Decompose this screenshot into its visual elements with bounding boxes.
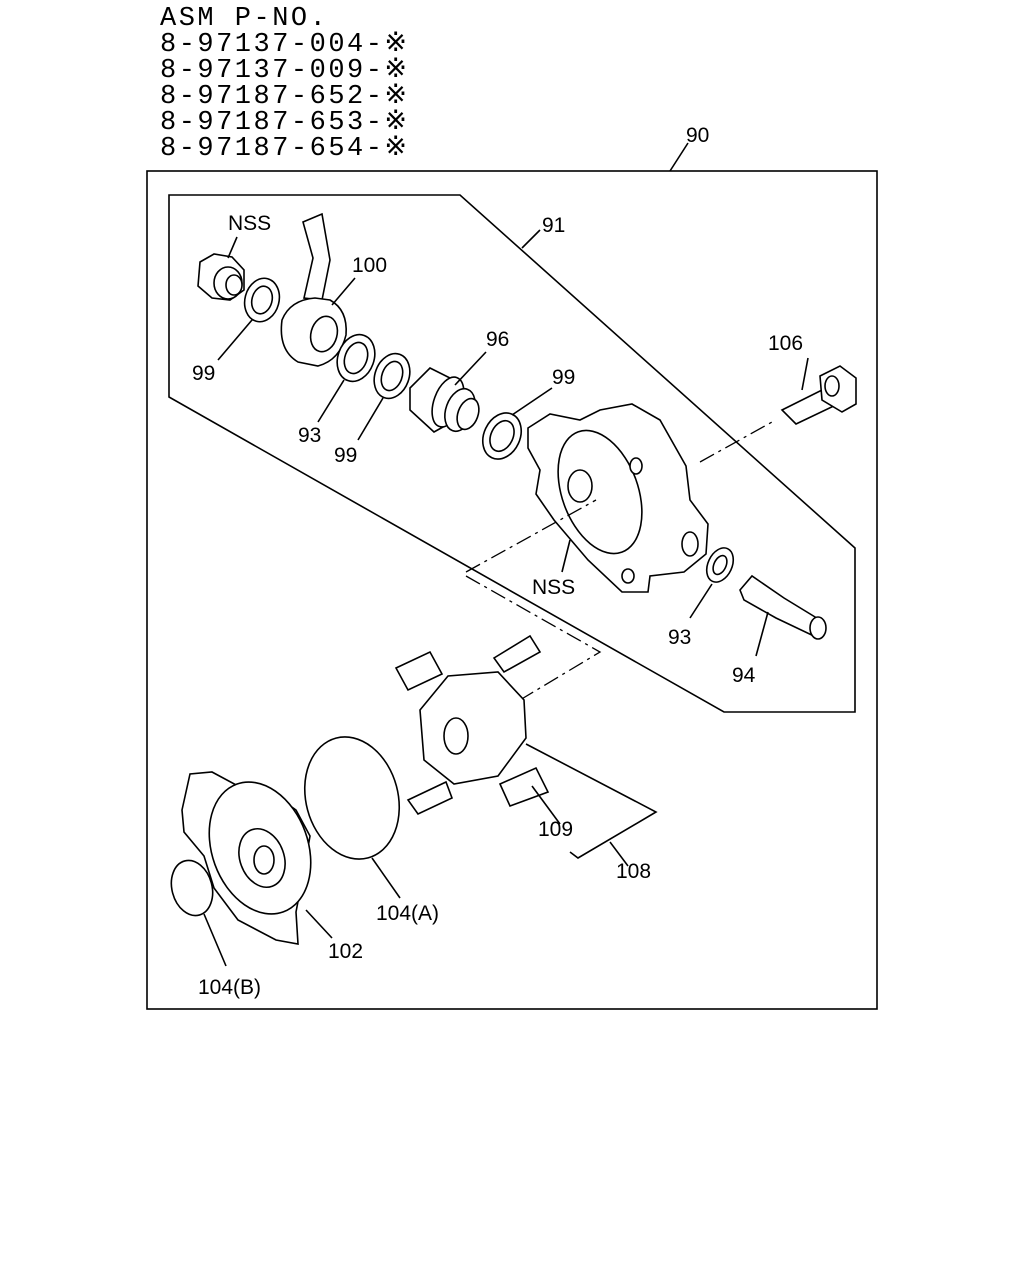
o-ring-104b-part — [170, 859, 214, 917]
asm-part-number: 8-97187-652-※ — [160, 82, 410, 112]
callout-label: NSS — [532, 576, 575, 599]
callout-label: 102 — [328, 940, 363, 963]
callout-label: 100 — [352, 254, 387, 277]
callout-label: 109 — [538, 818, 573, 841]
callout-label: 93 — [298, 424, 321, 447]
callout-label: 94 — [732, 664, 756, 687]
pump-body-nss-part — [527, 403, 709, 593]
callout-label: 104(B) — [198, 976, 261, 999]
callout-label: 93 — [668, 626, 691, 649]
assembly-part-number-header: ASM P-NO. 8-97137-004-※ 8-97137-009-※ 8-… — [160, 4, 410, 164]
asm-part-number: 8-97187-653-※ — [160, 108, 410, 138]
washer-99-part — [373, 352, 411, 400]
asm-title: ASM P-NO. — [160, 4, 329, 34]
banjo-fitting-100-part — [280, 212, 347, 367]
cover-102-part — [181, 771, 312, 945]
callout-label: 99 — [192, 362, 215, 385]
callout-label: 99 — [552, 366, 575, 389]
assembly-frame — [146, 170, 878, 1010]
valve-96-part — [409, 367, 480, 433]
washer-99-part — [243, 277, 281, 323]
asm-part-number: 8-97137-009-※ — [160, 56, 410, 86]
callout-label: NSS — [228, 212, 271, 235]
nss-nut-part — [197, 253, 245, 301]
callout-label: 90 — [686, 124, 709, 147]
washer-99-part — [481, 412, 523, 460]
union-94-part — [739, 574, 827, 640]
callout-label: 108 — [616, 860, 651, 883]
asm-part-number: 8-97187-654-※ — [160, 134, 410, 164]
callout-label: 99 — [334, 444, 357, 467]
callout-label: 104(A) — [376, 902, 439, 925]
subassembly-outline — [168, 194, 856, 713]
callout-label: 91 — [542, 214, 565, 237]
callout-label: 106 — [768, 332, 803, 355]
rotor-108-part — [394, 634, 550, 816]
washer-93-part — [705, 547, 735, 583]
washer-93-part — [336, 333, 376, 383]
callout-label: 96 — [486, 328, 509, 351]
bolt-106-part — [780, 365, 857, 425]
o-ring-104a-part — [303, 736, 401, 860]
asm-part-number: 8-97137-004-※ — [160, 30, 410, 60]
